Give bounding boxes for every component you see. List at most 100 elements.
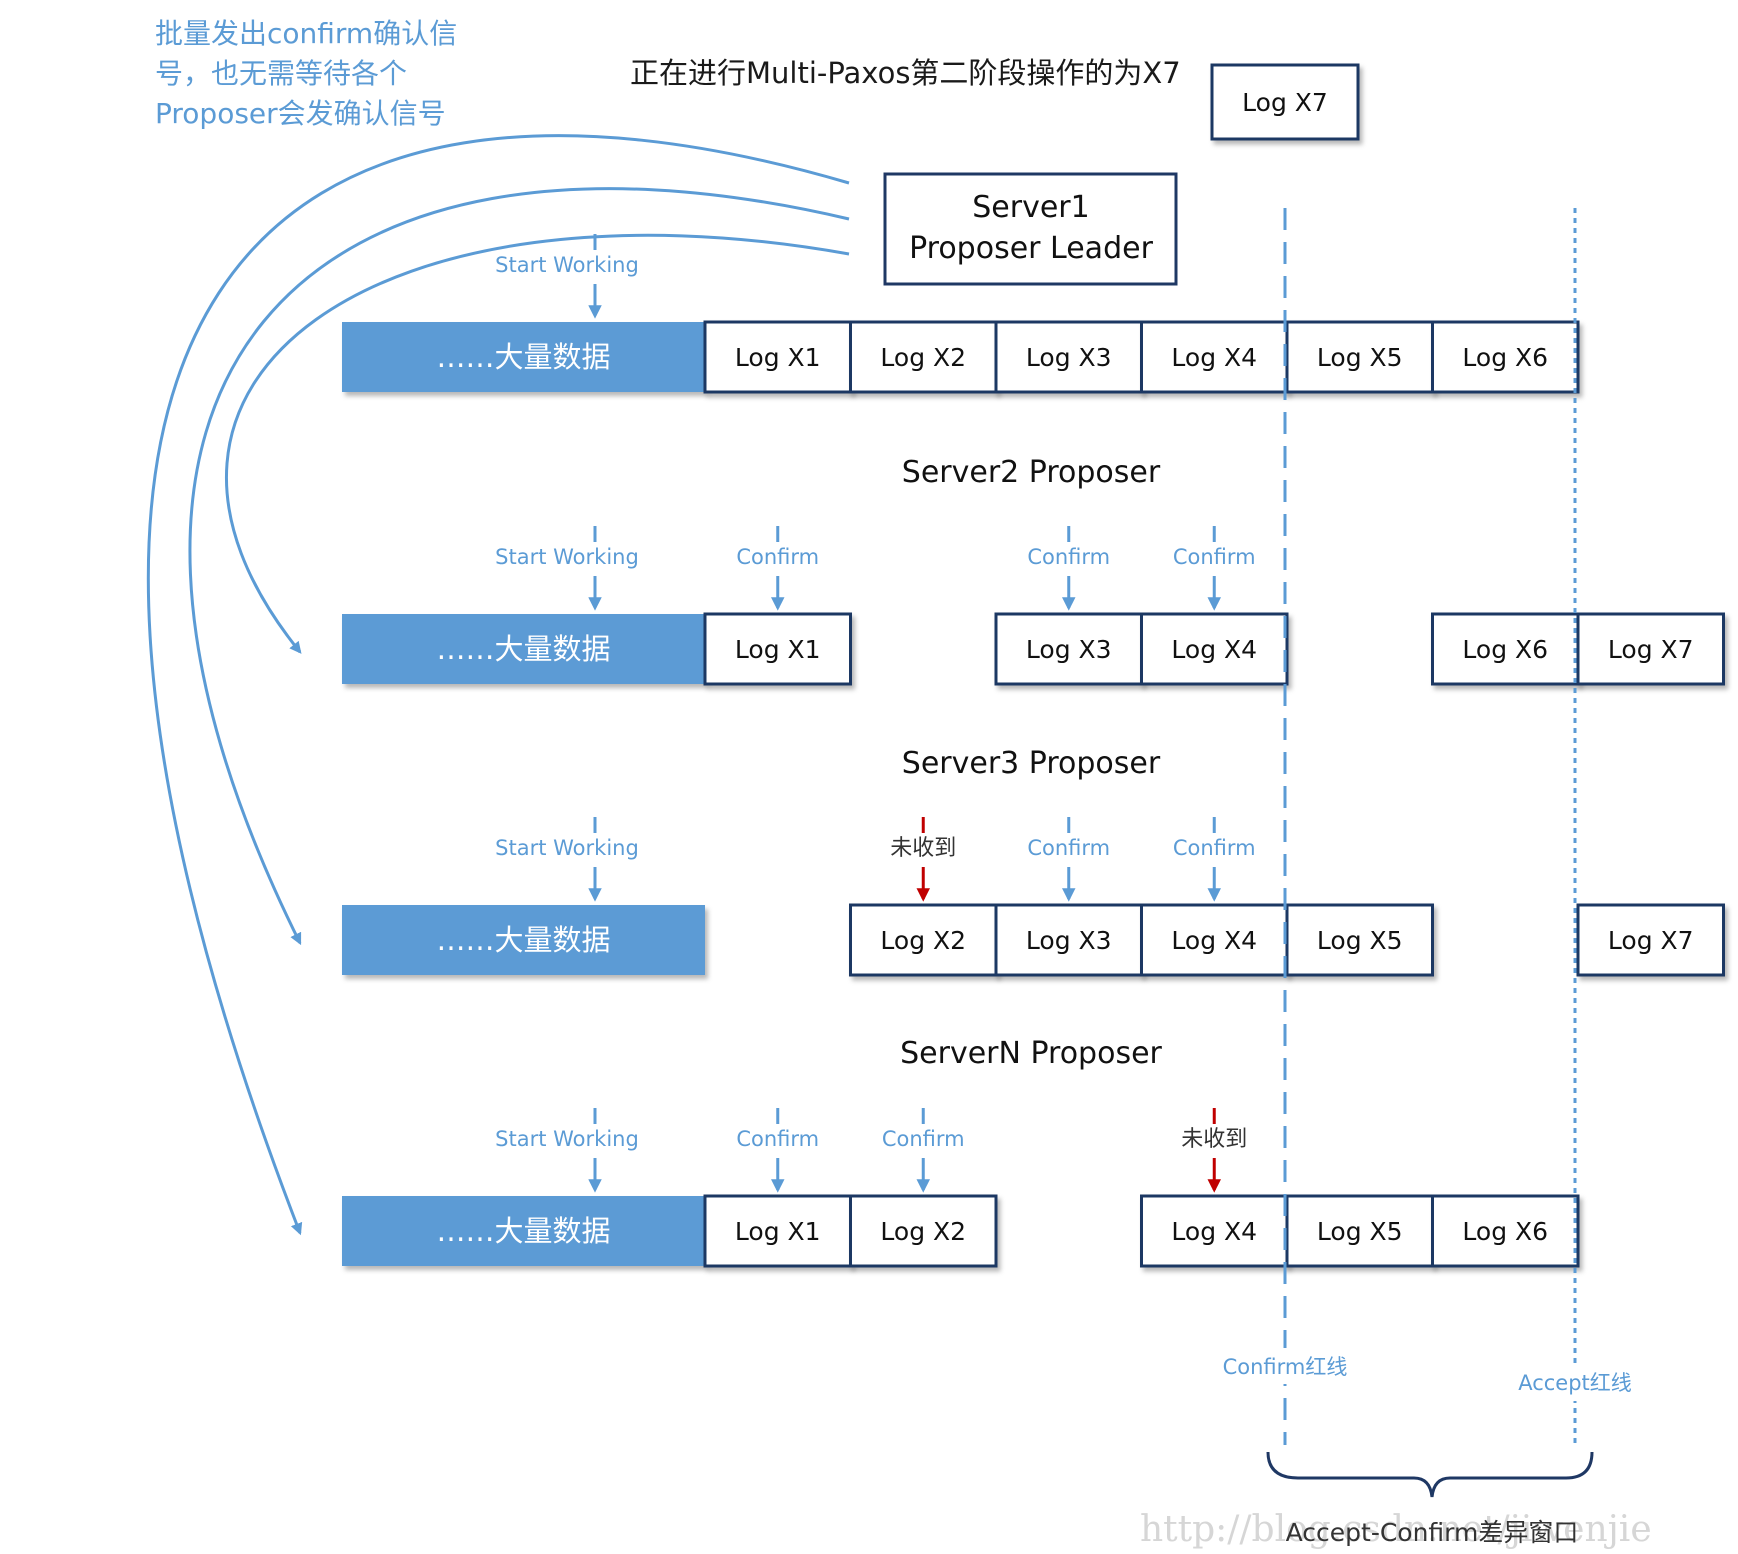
marker-label-bg bbox=[1134, 833, 1295, 863]
log-label: Log X6 bbox=[1462, 343, 1548, 372]
marker-label-bg bbox=[843, 833, 1004, 863]
log-box bbox=[1285, 1194, 1434, 1268]
log-label: Log X4 bbox=[1171, 926, 1257, 955]
log-box bbox=[703, 612, 852, 686]
row-title-server2: Server2 Proposer bbox=[902, 455, 1161, 490]
log-box bbox=[1431, 320, 1580, 394]
log-label: Log X1 bbox=[735, 635, 821, 664]
leader-line-2: Proposer Leader bbox=[909, 231, 1153, 266]
annotation-line-2: 号，也无需等待各个 bbox=[155, 57, 407, 90]
marker-label-bg bbox=[697, 1124, 858, 1154]
log-box bbox=[1431, 612, 1580, 686]
log-box bbox=[1140, 903, 1289, 977]
marker-label-bg bbox=[843, 1124, 1004, 1154]
missing-label: 未收到 bbox=[1181, 1127, 1247, 1152]
confirm-label: Confirm bbox=[1173, 836, 1256, 860]
log-label: Log X5 bbox=[1317, 343, 1403, 372]
confirm-label: Confirm bbox=[736, 545, 819, 569]
data-block-label: ……大量数据 bbox=[436, 340, 610, 374]
broadcast-arrow-serverN bbox=[146, 134, 850, 1236]
server-row: ……大量数据 Log X2 Log X3 Log X4 Log X5 Log X7 Star… bbox=[342, 817, 1725, 977]
log-label: Log X3 bbox=[1026, 343, 1112, 372]
watermark: http://blog.csdn.net/jiwenjie bbox=[1140, 1509, 1652, 1550]
start-label: Start Working bbox=[495, 836, 639, 860]
log-label: Log X3 bbox=[1026, 926, 1112, 955]
start-label: Start Working bbox=[495, 1127, 639, 1151]
broadcast-arrow-server2 bbox=[224, 233, 850, 654]
marker-label-bg bbox=[515, 1124, 675, 1154]
log-box bbox=[849, 320, 998, 394]
data-block bbox=[342, 322, 705, 392]
marker-label-bg bbox=[515, 542, 675, 572]
log-box bbox=[1431, 1194, 1580, 1268]
log-label: Log X3 bbox=[1026, 635, 1112, 664]
start-label: Start Working bbox=[495, 253, 639, 277]
confirm-label: Confirm bbox=[1027, 836, 1110, 860]
confirm-label: Confirm bbox=[1173, 545, 1256, 569]
row-title-serverN: ServerN Proposer bbox=[900, 1036, 1162, 1071]
confirm-label-bg bbox=[1210, 1348, 1360, 1384]
log-label: Log X2 bbox=[880, 926, 966, 955]
missing-label: 未收到 bbox=[890, 836, 956, 861]
log-box bbox=[994, 903, 1143, 977]
server-row: ……大量数据 Log X1 Log X2 Log X4 Log X5 Log X6 Star… bbox=[342, 1108, 1580, 1268]
marker-label-bg bbox=[515, 833, 675, 863]
log-box bbox=[1576, 612, 1725, 686]
current-log-label: Log X7 bbox=[1242, 88, 1328, 117]
server-row: ……大量数据 Log X1 Log X2 Log X3 Log X4 Log X5 Log … bbox=[342, 234, 1580, 394]
data-block bbox=[342, 905, 705, 975]
log-label: Log X2 bbox=[880, 1217, 966, 1246]
current-log-box: Log X7 bbox=[1210, 63, 1360, 141]
log-label: Log X7 bbox=[1608, 926, 1694, 955]
log-label: Log X6 bbox=[1462, 1217, 1548, 1246]
log-box bbox=[849, 1194, 998, 1268]
log-label: Log X5 bbox=[1317, 1217, 1403, 1246]
annotation-line-3: Proposer会发确认信号 bbox=[155, 97, 446, 130]
confirm-label: Confirm bbox=[882, 1127, 965, 1151]
log-label: Log X4 bbox=[1171, 343, 1257, 372]
annotation-line-1: 批量发出confirm确认信 bbox=[155, 17, 457, 50]
accept-line-label: Accept红线 bbox=[1518, 1371, 1632, 1395]
accept-label-bg bbox=[1510, 1365, 1640, 1401]
data-block bbox=[342, 1196, 705, 1266]
broadcast-arrow-server3 bbox=[188, 187, 850, 946]
log-label: Log X1 bbox=[735, 343, 821, 372]
log-label: Log X7 bbox=[1608, 635, 1694, 664]
log-label: Log X2 bbox=[880, 343, 966, 372]
leader-line-1: Server1 bbox=[972, 190, 1089, 225]
data-block-label: ……大量数据 bbox=[436, 632, 610, 666]
data-block-label: ……大量数据 bbox=[436, 923, 610, 957]
marker-label-bg bbox=[697, 542, 858, 572]
confirm-label: Confirm bbox=[736, 1127, 819, 1151]
marker-label-bg bbox=[988, 833, 1149, 863]
log-box bbox=[994, 612, 1143, 686]
rows-layer: ……大量数据 Log X1 Log X2 Log X3 Log X4 Log X5 Log … bbox=[342, 234, 1725, 1268]
phase-title: 正在进行Multi-Paxos第二阶段操作的为X7 bbox=[630, 56, 1181, 90]
marker-label-bg bbox=[988, 542, 1149, 572]
marker-label-bg bbox=[1134, 542, 1295, 572]
log-label: Log X4 bbox=[1171, 635, 1257, 664]
confirm-line-label: Confirm红线 bbox=[1223, 1355, 1348, 1379]
server-row: ……大量数据 Log X1 Log X3 Log X4 Log X6 Log X7 Star… bbox=[342, 526, 1725, 686]
log-box bbox=[1140, 612, 1289, 686]
marker-label-bg bbox=[1134, 1124, 1295, 1154]
log-box bbox=[849, 903, 998, 977]
marker-label-bg bbox=[515, 250, 675, 280]
log-label: Log X6 bbox=[1462, 635, 1548, 664]
log-label: Log X4 bbox=[1171, 1217, 1257, 1246]
data-block-label: ……大量数据 bbox=[436, 1214, 610, 1248]
row-title-server3: Server3 Proposer bbox=[902, 746, 1161, 781]
log-box bbox=[1576, 903, 1725, 977]
log-label: Log X5 bbox=[1317, 926, 1403, 955]
log-box bbox=[1285, 903, 1434, 977]
start-label: Start Working bbox=[495, 545, 639, 569]
window-label: Accept-Confirm差异窗口 bbox=[1286, 1518, 1579, 1547]
log-box bbox=[703, 1194, 852, 1268]
leader-box: Server1 Proposer Leader bbox=[883, 172, 1178, 286]
window-brace bbox=[1266, 1451, 1594, 1498]
confirm-label: Confirm bbox=[1027, 545, 1110, 569]
data-block bbox=[342, 614, 705, 684]
log-label: Log X1 bbox=[735, 1217, 821, 1246]
